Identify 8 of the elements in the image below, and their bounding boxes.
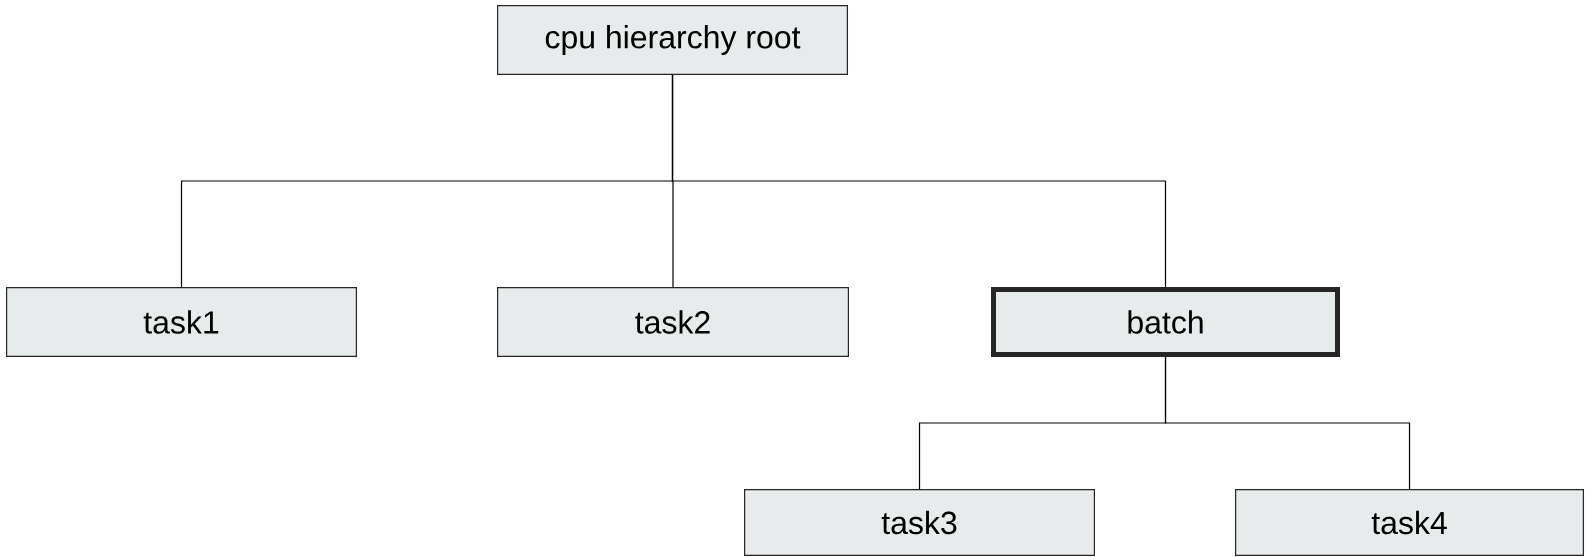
task-box: task1 xyxy=(6,287,357,357)
connector-line xyxy=(1164,356,1411,490)
task-box: task3 xyxy=(744,489,1095,556)
group-box: batch xyxy=(991,287,1340,357)
task-box: task4 xyxy=(1235,489,1584,556)
task-box: task2 xyxy=(497,287,849,357)
task-box: cpu hierarchy root xyxy=(497,5,848,75)
connector-line xyxy=(671,74,1167,288)
